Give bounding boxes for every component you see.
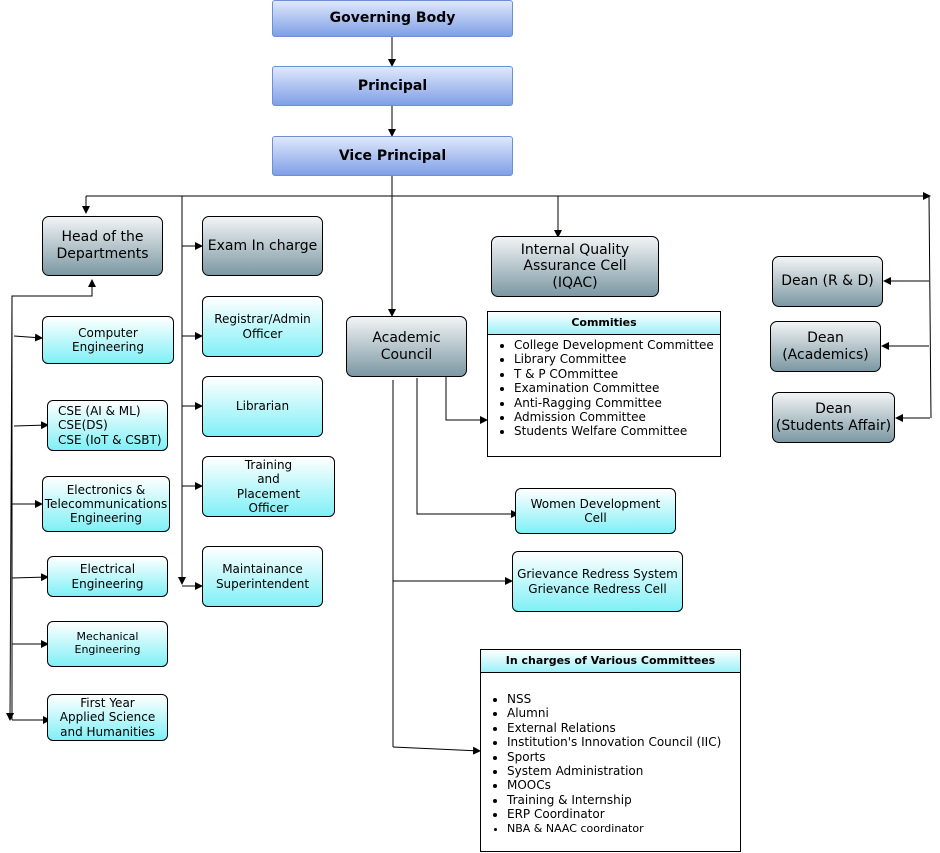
incharge-item: Sports bbox=[507, 750, 740, 764]
dept-electrical-box: Electrical Engineering bbox=[47, 556, 168, 597]
incharge-item: NBA & NAAC coordinator bbox=[507, 822, 740, 836]
librarian-box: Librarian bbox=[202, 376, 323, 437]
dept-first-year-box: First Year Applied Science and Humanitie… bbox=[47, 694, 168, 741]
dean-students-affair-box: Dean (Students Affair) bbox=[772, 392, 895, 443]
committee-item: Admission Committee bbox=[514, 410, 720, 424]
committee-item: College Development Committee bbox=[514, 338, 720, 352]
committee-item: Library Committee bbox=[514, 352, 720, 366]
vice-principal-box: Vice Principal bbox=[272, 136, 513, 176]
dept-computer-box: Computer Engineering bbox=[42, 316, 174, 364]
committees-panel: Commities College Development Committee … bbox=[487, 311, 721, 457]
incharge-item: External Relations bbox=[507, 721, 740, 735]
incharge-item: System Administration bbox=[507, 764, 740, 778]
dept-mechanical-box: Mechanical Engineering bbox=[47, 621, 168, 667]
committee-item: Students Welfare Committee bbox=[514, 424, 720, 438]
incharge-item: Alumni bbox=[507, 706, 740, 720]
dept-entc-box: Electronics & Telecommunications Enginee… bbox=[42, 476, 170, 532]
tpo-box: Training and Placement Officer bbox=[202, 456, 335, 517]
registrar-box: Registrar/Admin Officer bbox=[202, 296, 323, 357]
dean-rd-box: Dean (R & D) bbox=[772, 256, 883, 307]
women-development-cell-box: Women Development Cell bbox=[515, 488, 676, 534]
incharge-item: Training & Internship bbox=[507, 793, 740, 807]
incharges-panel: In charges of Various Committees NSS Alu… bbox=[480, 649, 741, 852]
academic-council-box: Academic Council bbox=[346, 316, 467, 377]
principal-box: Principal bbox=[272, 66, 513, 106]
dept-cse-box: CSE (AI & ML) CSE(DS) CSE (IoT & CSBT) bbox=[47, 400, 168, 451]
incharge-item: ERP Coordinator bbox=[507, 807, 740, 821]
incharge-item: Institution's Innovation Council (IIC) bbox=[507, 735, 740, 749]
exam-in-charge-box: Exam In charge bbox=[202, 216, 323, 276]
grievance-redress-box: Grievance Redress System Grievance Redre… bbox=[512, 551, 683, 612]
committee-item: Examination Committee bbox=[514, 381, 720, 395]
incharges-title: In charges of Various Committees bbox=[481, 650, 740, 673]
committees-title: Commities bbox=[488, 312, 720, 335]
maintenance-box: Maintainance Superintendent bbox=[202, 546, 323, 607]
committees-list: College Development Committee Library Co… bbox=[488, 338, 720, 439]
iqac-box: Internal Quality Assurance Cell (IQAC) bbox=[491, 236, 659, 297]
governing-body-box: Governing Body bbox=[272, 0, 513, 37]
incharge-item: NSS bbox=[507, 692, 740, 706]
committee-item: Anti-Ragging Committee bbox=[514, 396, 720, 410]
dean-academics-box: Dean (Academics) bbox=[770, 321, 881, 372]
incharges-list: NSS Alumni External Relations Institutio… bbox=[481, 692, 740, 836]
head-of-departments-box: Head of the Departments bbox=[42, 216, 163, 276]
incharge-item: MOOCs bbox=[507, 778, 740, 792]
committee-item: T & P COmmittee bbox=[514, 367, 720, 381]
